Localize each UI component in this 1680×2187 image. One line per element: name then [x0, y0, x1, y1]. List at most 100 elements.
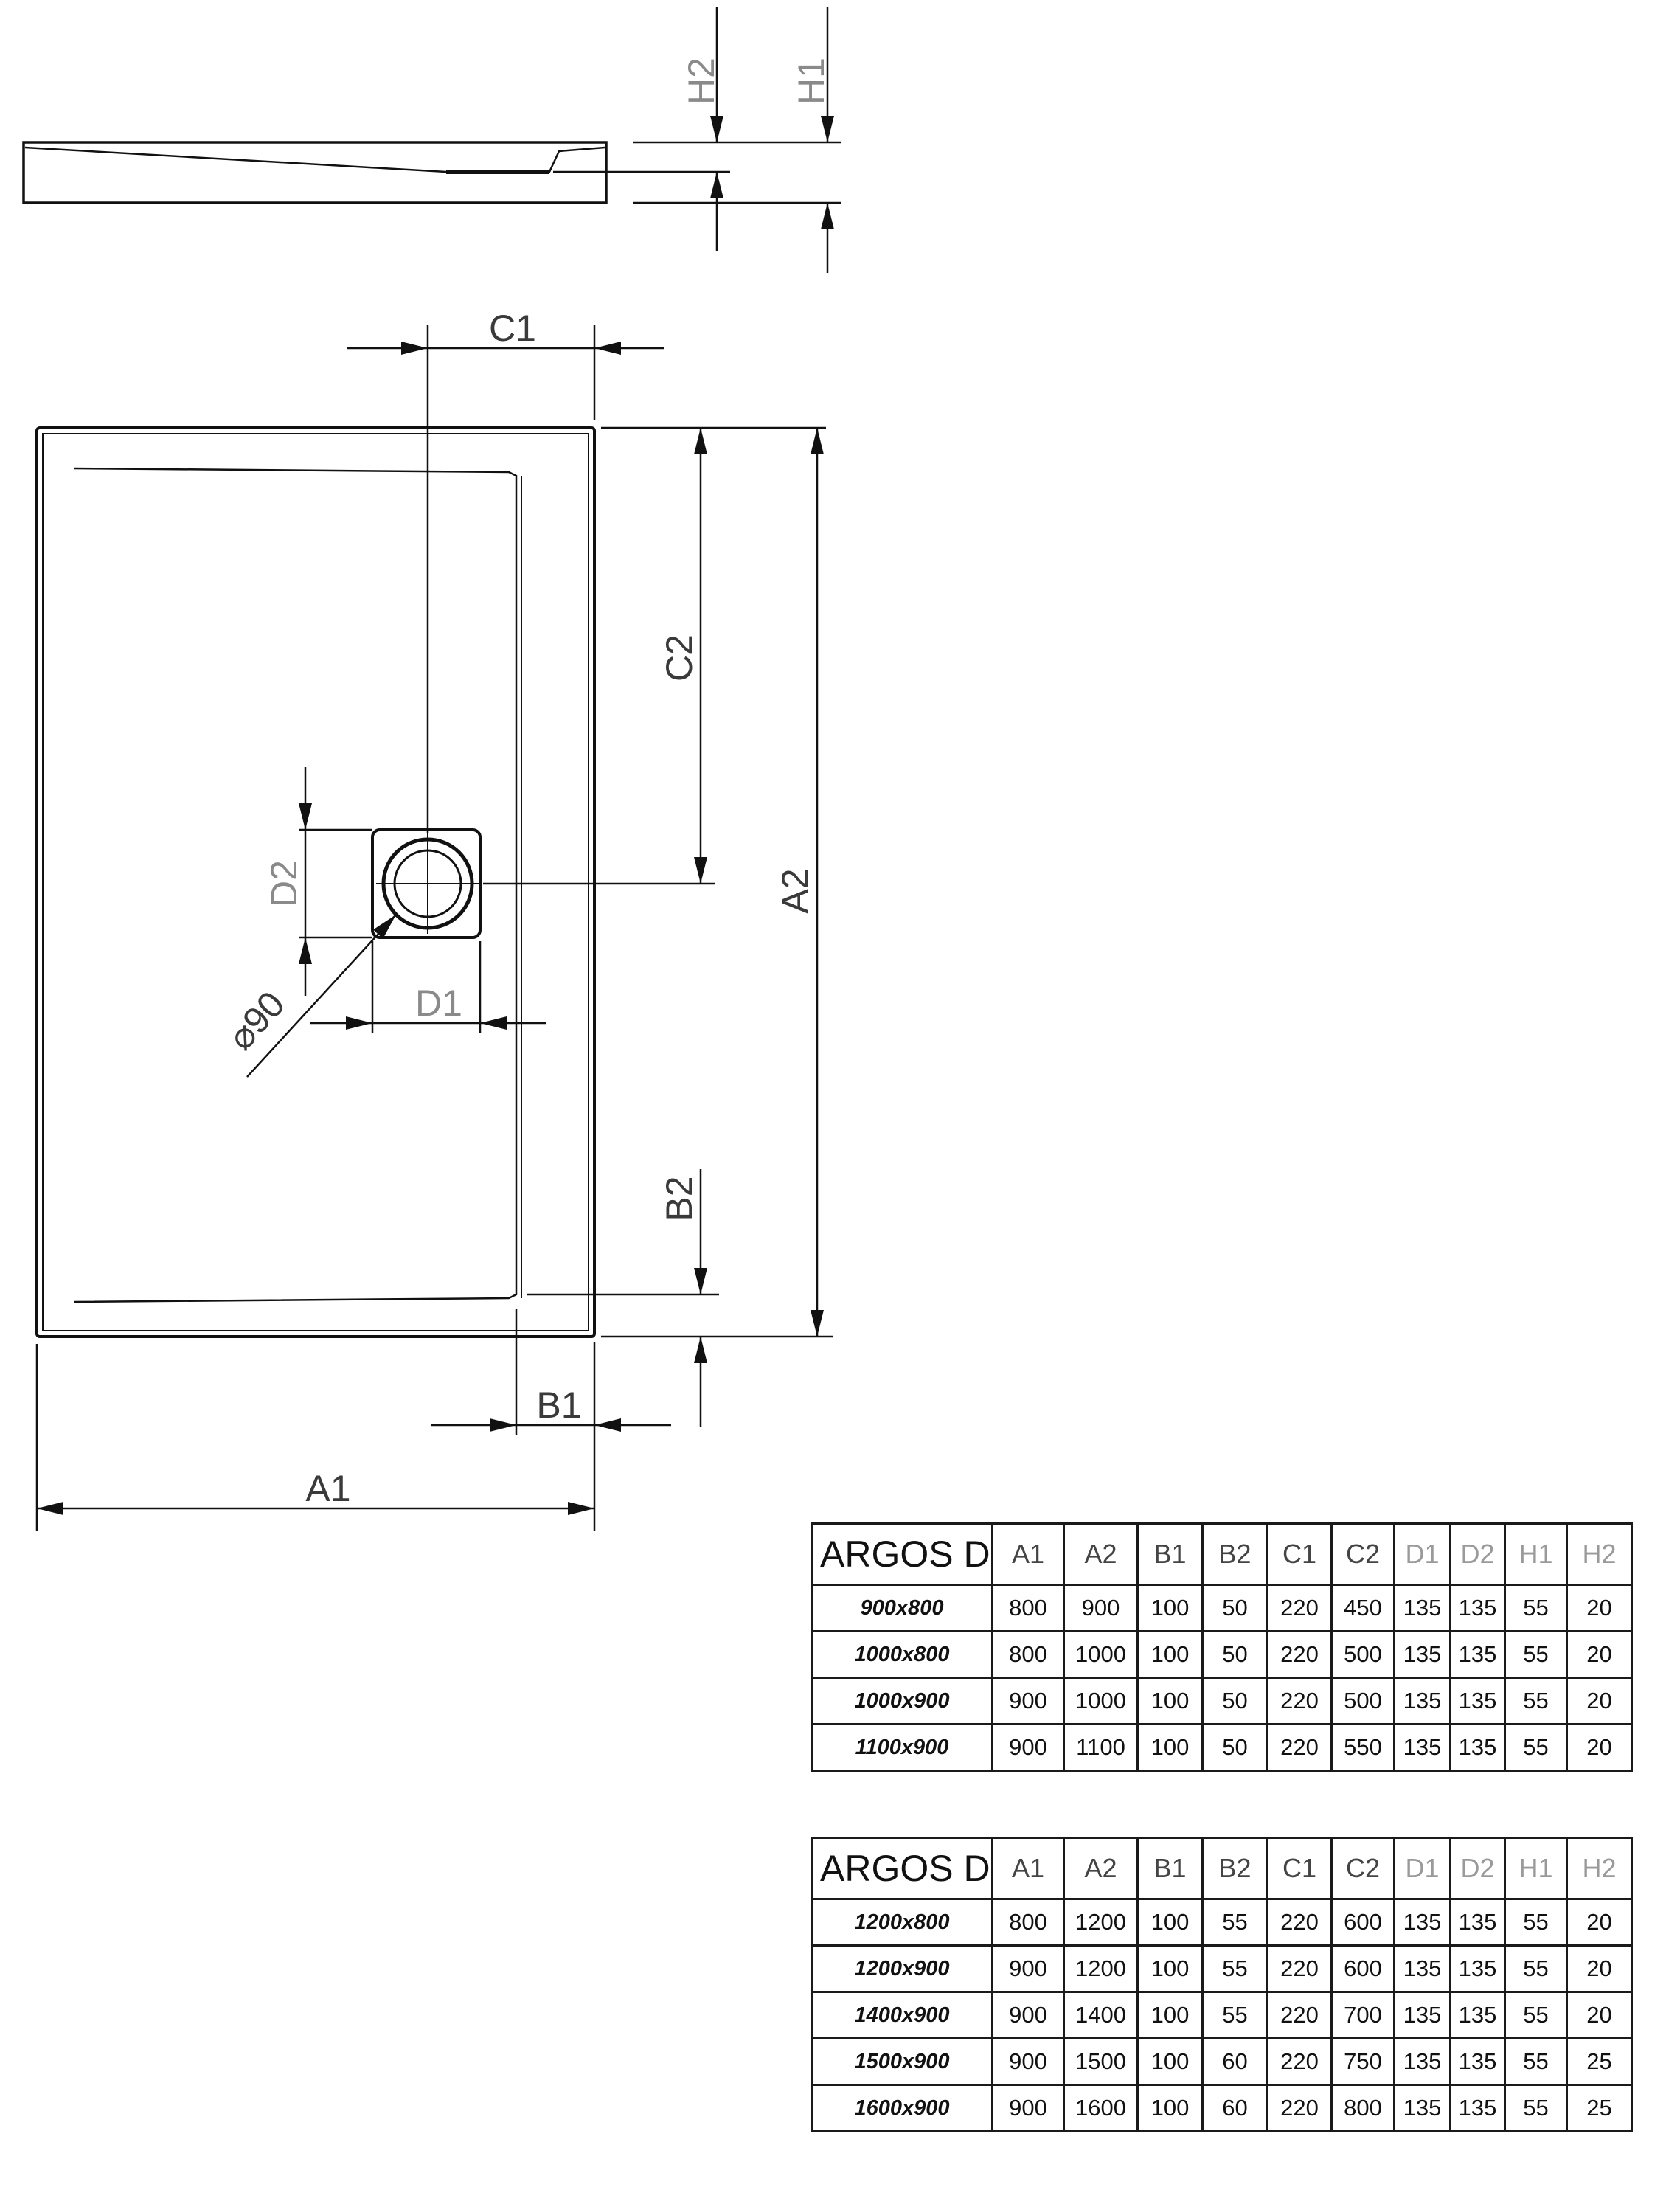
h1-label: H1 [791, 58, 832, 105]
table-row: 1000x900 900 1000 100 50 220 500 135 135… [811, 1677, 1633, 1725]
col-header: A2 [1063, 1837, 1139, 1900]
table-cell: 50 [1201, 1677, 1268, 1725]
table-cell: 50 [1201, 1584, 1268, 1632]
table-cell: 220 [1266, 1898, 1333, 1947]
table-cell: 220 [1266, 1630, 1333, 1679]
table-cell: 50 [1201, 1630, 1268, 1679]
col-header: H1 [1504, 1522, 1568, 1586]
table-cell: 100 [1136, 1630, 1204, 1679]
table-cell: 135 [1449, 1723, 1506, 1772]
col-header: C2 [1330, 1837, 1395, 1900]
table-cell: 135 [1393, 1898, 1451, 1947]
col-header: C1 [1266, 1837, 1333, 1900]
diameter-leader-line [246, 914, 397, 1078]
table-row: 1600x900 900 1600 100 60 220 800 135 135… [811, 2084, 1633, 2132]
tray-slope-line [24, 146, 605, 173]
table-row: 1400x900 900 1400 100 55 220 700 135 135… [811, 1991, 1633, 2039]
tray-outer-outline [35, 426, 596, 1338]
table-cell: 55 [1504, 1991, 1568, 2039]
table-cell: 135 [1393, 1991, 1451, 2039]
table-cell: 55 [1504, 1898, 1568, 1947]
table-cell: 50 [1201, 1723, 1268, 1772]
col-header: A2 [1063, 1522, 1139, 1586]
diameter-label: ⌀90 [220, 983, 293, 1058]
col-header: H1 [1504, 1837, 1568, 1900]
table-cell: 135 [1393, 1584, 1451, 1632]
table-row: 1100x900 900 1100 100 50 220 550 135 135… [811, 1723, 1633, 1772]
table-cell: 135 [1449, 2037, 1506, 2086]
spec-table-1: ARGOS D A1 A2 B1 B2 C1 C2 D1 D2 H1 H2 90… [811, 1522, 1633, 1772]
table-cell: 700 [1330, 1991, 1395, 2039]
table-cell: 60 [1201, 2037, 1268, 2086]
b2-label: B2 [659, 1176, 700, 1221]
table-cell: 900 [1063, 1584, 1139, 1632]
table-cell: 100 [1136, 1991, 1204, 2039]
d1-label: D1 [415, 982, 462, 1024]
table-cell: 1400 [1063, 1991, 1139, 2039]
table-cell: 100 [1136, 2037, 1204, 2086]
h2-label: H2 [681, 58, 722, 105]
table-cell: 750 [1330, 2037, 1395, 2086]
col-header: H2 [1566, 1522, 1633, 1586]
table-cell: 500 [1330, 1677, 1395, 1725]
model-cell: 1200x900 [811, 1944, 993, 1993]
d2-label: D2 [263, 860, 305, 907]
table-cell: 135 [1449, 1630, 1506, 1679]
table-cell: 55 [1504, 2084, 1568, 2132]
table-cell: 220 [1266, 1991, 1333, 2039]
table-cell: 800 [991, 1584, 1065, 1632]
model-cell: 1400x900 [811, 1991, 993, 2039]
table-cell: 20 [1566, 1630, 1633, 1679]
table-cell: 100 [1136, 2084, 1204, 2132]
table-cell: 25 [1566, 2037, 1633, 2086]
model-cell: 1000x900 [811, 1677, 993, 1725]
table-cell: 135 [1449, 1898, 1506, 1947]
table-row: 900x800 800 900 100 50 220 450 135 135 5… [811, 1584, 1633, 1632]
col-header: D1 [1393, 1522, 1451, 1586]
table-cell: 600 [1330, 1898, 1395, 1947]
table-cell: 220 [1266, 1584, 1333, 1632]
table-cell: 550 [1330, 1723, 1395, 1772]
table-cell: 220 [1266, 2084, 1333, 2132]
table-cell: 1000 [1063, 1677, 1139, 1725]
table-cell: 600 [1330, 1944, 1395, 1993]
table-cell: 55 [1201, 1898, 1268, 1947]
col-header: D2 [1449, 1522, 1506, 1586]
table-cell: 800 [991, 1898, 1065, 1947]
table-cell: 55 [1201, 1991, 1268, 2039]
table-cell: 100 [1136, 1898, 1204, 1947]
table-cell: 1000 [1063, 1630, 1139, 1679]
table-cell: 1600 [1063, 2084, 1139, 2132]
table-cell: 1100 [1063, 1723, 1139, 1772]
table-cell: 135 [1449, 1584, 1506, 1632]
col-header: D2 [1449, 1837, 1506, 1900]
table-cell: 25 [1566, 2084, 1633, 2132]
model-cell: 900x800 [811, 1584, 993, 1632]
model-cell: 1100x900 [811, 1723, 993, 1772]
table-cell: 135 [1449, 1991, 1506, 2039]
table-cell: 900 [991, 1991, 1065, 2039]
table-cell: 100 [1136, 1677, 1204, 1725]
table-cell: 450 [1330, 1584, 1395, 1632]
col-header: B2 [1201, 1522, 1268, 1586]
table-cell: 900 [991, 1723, 1065, 1772]
table-cell: 20 [1566, 1723, 1633, 1772]
model-cell: 1500x900 [811, 2037, 993, 2086]
col-header: H2 [1566, 1837, 1633, 1900]
table-cell: 220 [1266, 1944, 1333, 1993]
side-profile-view [22, 7, 841, 273]
table-header-row: ARGOS D A1 A2 B1 B2 C1 C2 D1 D2 H1 H2 [811, 1837, 1633, 1900]
table-cell: 135 [1449, 1944, 1506, 1993]
table-cell: 800 [991, 1630, 1065, 1679]
table-cell: 1200 [1063, 1944, 1139, 1993]
table-cell: 800 [1330, 2084, 1395, 2132]
table-cell: 135 [1393, 1723, 1451, 1772]
col-header: C1 [1266, 1522, 1333, 1586]
table-cell: 500 [1330, 1630, 1395, 1679]
table-cell: 135 [1449, 2084, 1506, 2132]
b1-label: B1 [536, 1384, 581, 1426]
table-cell: 20 [1566, 1898, 1633, 1947]
col-header: D1 [1393, 1837, 1451, 1900]
table-cell: 1200 [1063, 1898, 1139, 1947]
